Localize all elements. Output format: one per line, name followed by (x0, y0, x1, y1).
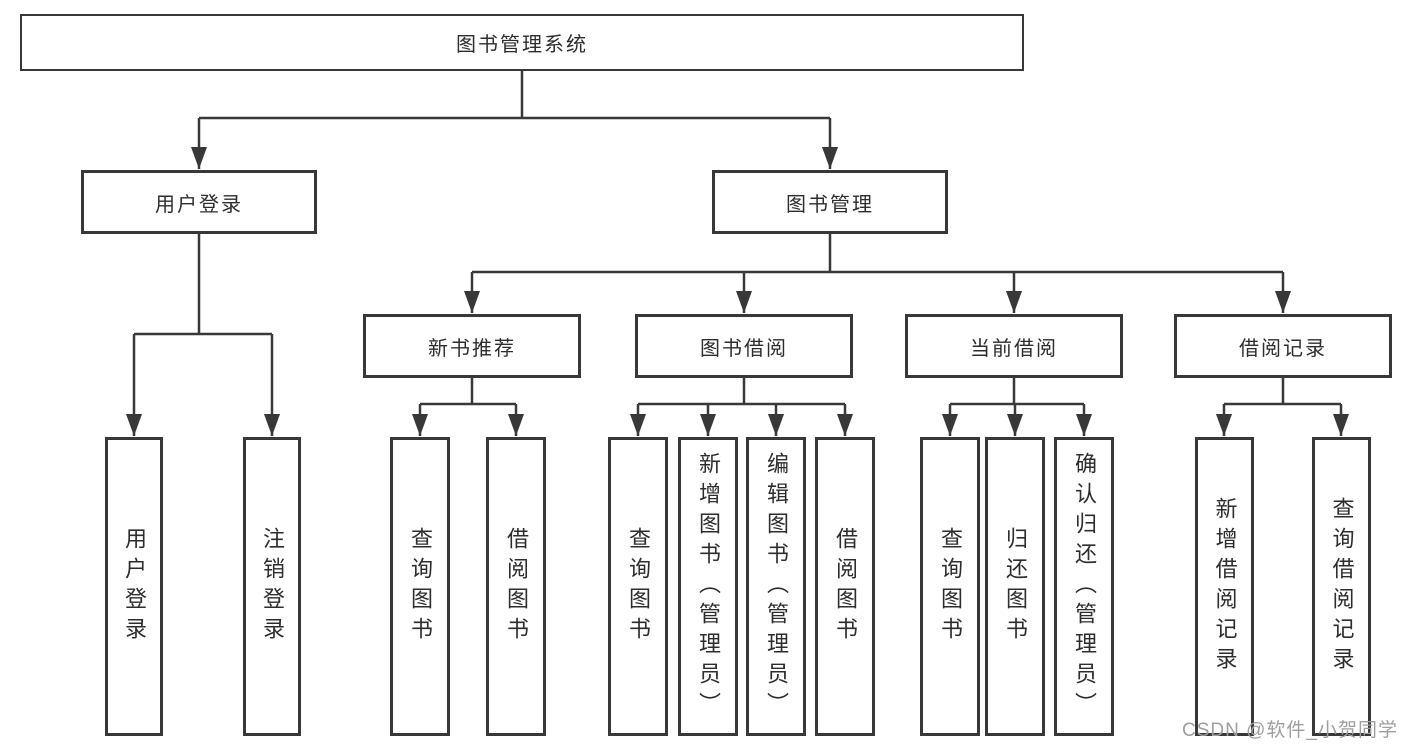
connector-book-management (464, 234, 1291, 313)
node-edit-books-admin: 编辑图书（管理员） (746, 437, 806, 736)
node-label: 用户登录 (122, 526, 147, 647)
node-query-books-recommend: 查询图书 (390, 437, 450, 736)
node-label: 当前借阅 (970, 337, 1058, 360)
node-library-management-system: 图书管理系统 (20, 14, 1024, 71)
node-label: 新增借阅记录 (1212, 496, 1238, 677)
connector-borrow-records (1216, 378, 1349, 436)
node-label: 查询图书 (938, 526, 963, 647)
node-user-login: 用户登录 (81, 170, 317, 234)
node-query-books-borrow: 查询图书 (608, 437, 668, 736)
node-borrow-books: 借阅图书 (815, 437, 875, 736)
node-label: 注销登录 (260, 526, 285, 647)
node-label: 查询借阅记录 (1329, 496, 1355, 677)
watermark: CSDN @软件_小贺同学 (1182, 720, 1398, 741)
node-label: 查询图书 (626, 526, 651, 647)
node-label: 确认归还（管理员） (1072, 451, 1097, 722)
node-label: 图书借阅 (700, 337, 788, 360)
node-logout: 注销登录 (243, 437, 301, 736)
node-label: 图书管理 (786, 193, 874, 216)
node-book-management: 图书管理 (712, 170, 948, 234)
node-query-borrow-record: 查询借阅记录 (1312, 437, 1371, 736)
node-user-login-leaf: 用户登录 (105, 437, 163, 736)
node-label: 归还图书 (1003, 526, 1028, 647)
node-add-borrow-record: 新增借阅记录 (1195, 437, 1254, 736)
node-label: 编辑图书（管理员） (764, 451, 789, 722)
node-label: 查询图书 (408, 526, 433, 647)
node-return-books: 归还图书 (985, 437, 1045, 736)
node-label: 图书管理系统 (456, 34, 588, 56)
node-label: 新书推荐 (428, 337, 516, 360)
connector-user-login (126, 234, 280, 436)
node-borrow-records: 借阅记录 (1174, 314, 1392, 378)
node-label: 新增图书（管理员） (696, 451, 721, 722)
connector-current-borrow (942, 378, 1092, 436)
connector-new-book-recommend (412, 378, 524, 436)
node-label: 借阅图书 (833, 526, 858, 647)
node-query-books-current: 查询图书 (920, 437, 980, 736)
node-label: 借阅图书 (504, 526, 529, 647)
node-add-books-admin: 新增图书（管理员） (678, 437, 738, 736)
node-current-borrow: 当前借阅 (905, 314, 1123, 378)
node-borrow-books-recommend: 借阅图书 (486, 437, 546, 736)
connector-root (191, 71, 838, 169)
node-confirm-return-admin: 确认归还（管理员） (1054, 437, 1114, 736)
node-label: 用户登录 (155, 193, 243, 216)
node-label: 借阅记录 (1239, 337, 1327, 360)
node-book-borrow: 图书借阅 (635, 314, 853, 378)
node-new-book-recommend: 新书推荐 (363, 314, 581, 378)
connector-book-borrow (630, 378, 853, 436)
